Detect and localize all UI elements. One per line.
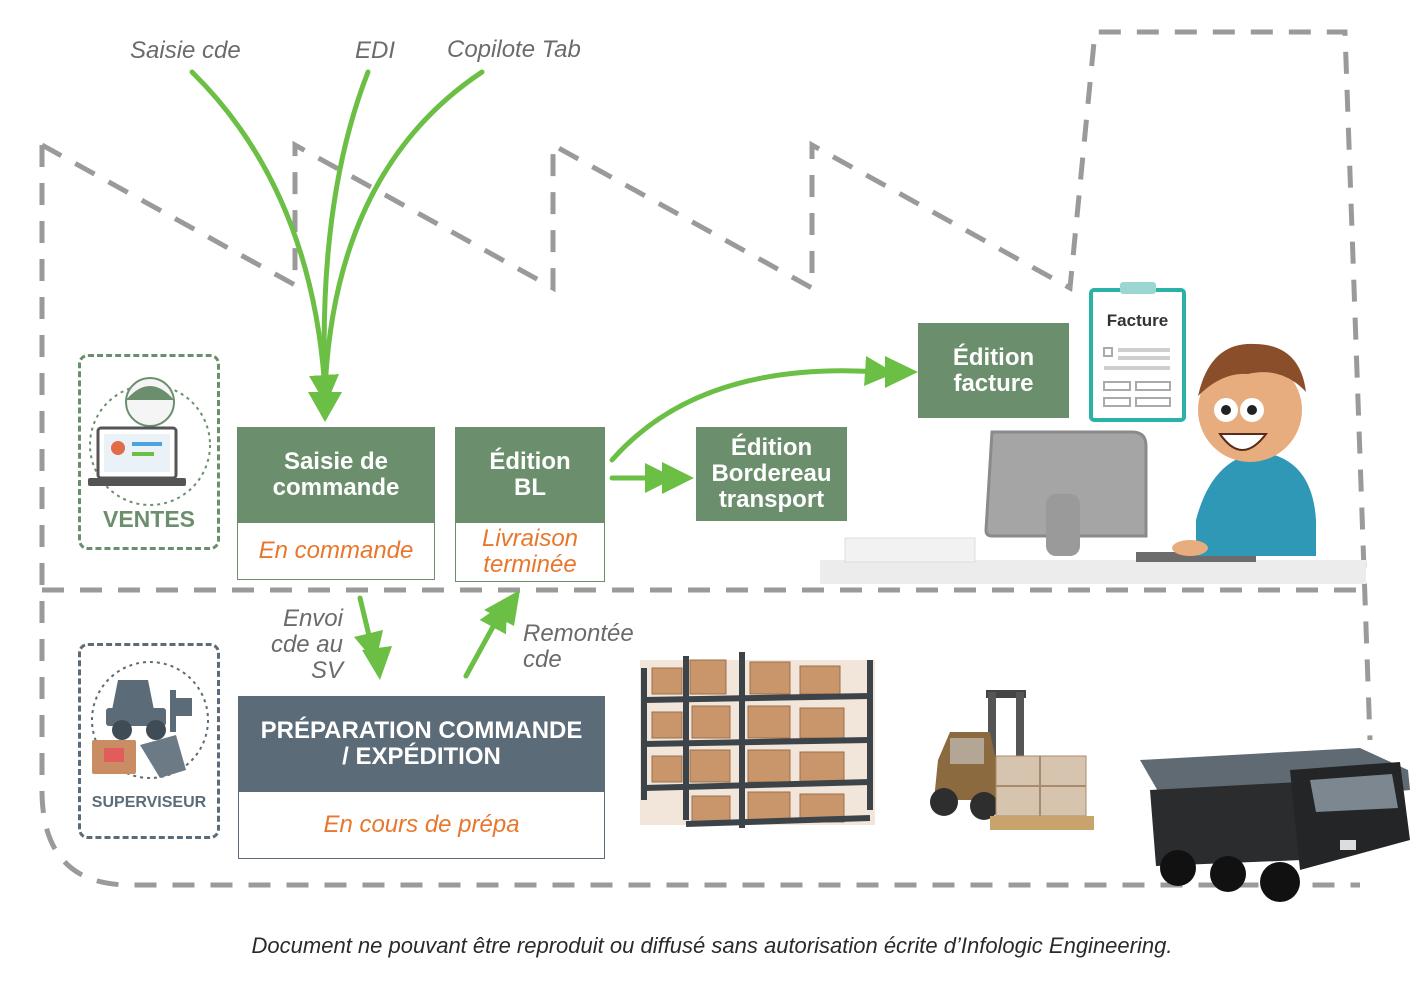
ventes-role-label: VENTES [102,506,196,532]
flow-remontee-cde-label: Remontée cde [523,620,634,673]
flow-envoi-cde-label: Envoi cde au SV [270,605,343,684]
supervisor-forklift-icon [91,661,209,779]
warehouse-outline [39,29,1373,888]
step-edition-bl: Édition BL [455,427,605,523]
input-edi-label: EDI [355,37,396,64]
office-worker-illustration [820,343,1366,584]
truck-illustration [1140,748,1410,902]
input-copilote-tab-label: Copilote Tab [447,36,581,63]
ventes-role-box [78,354,220,550]
forklift-pallet-illustration [930,690,1094,830]
step-preparation-expedition: PRÉPARATION COMMANDE / EXPÉDITION [238,696,605,792]
step-edition-facture: Édition facture [918,323,1069,418]
invoice-clipboard-icon [1089,282,1186,422]
arrow-heads [308,356,918,680]
status-en-cours-de-prepa: En cours de prépa [238,791,605,859]
superviseur-role-label: SUPERVISEUR [91,794,207,811]
input-saisie-cde-label: Saisie cde [130,37,241,64]
status-livraison-terminee: Livraison terminée [455,522,605,582]
copyright-footer: Document ne pouvant être reproduit ou di… [251,933,1173,958]
step-edition-bordereau-transport: Édition Bordereau transport [696,427,847,521]
warehouse-shelving-illustration [640,652,875,828]
sales-agent-icon [88,377,211,506]
superviseur-role-box [78,643,220,839]
invoice-document-title: Facture [1106,311,1169,330]
flow-arrows [189,69,895,679]
status-en-commande: En commande [237,522,435,580]
step-saisie-commande: Saisie de commande [237,427,435,523]
